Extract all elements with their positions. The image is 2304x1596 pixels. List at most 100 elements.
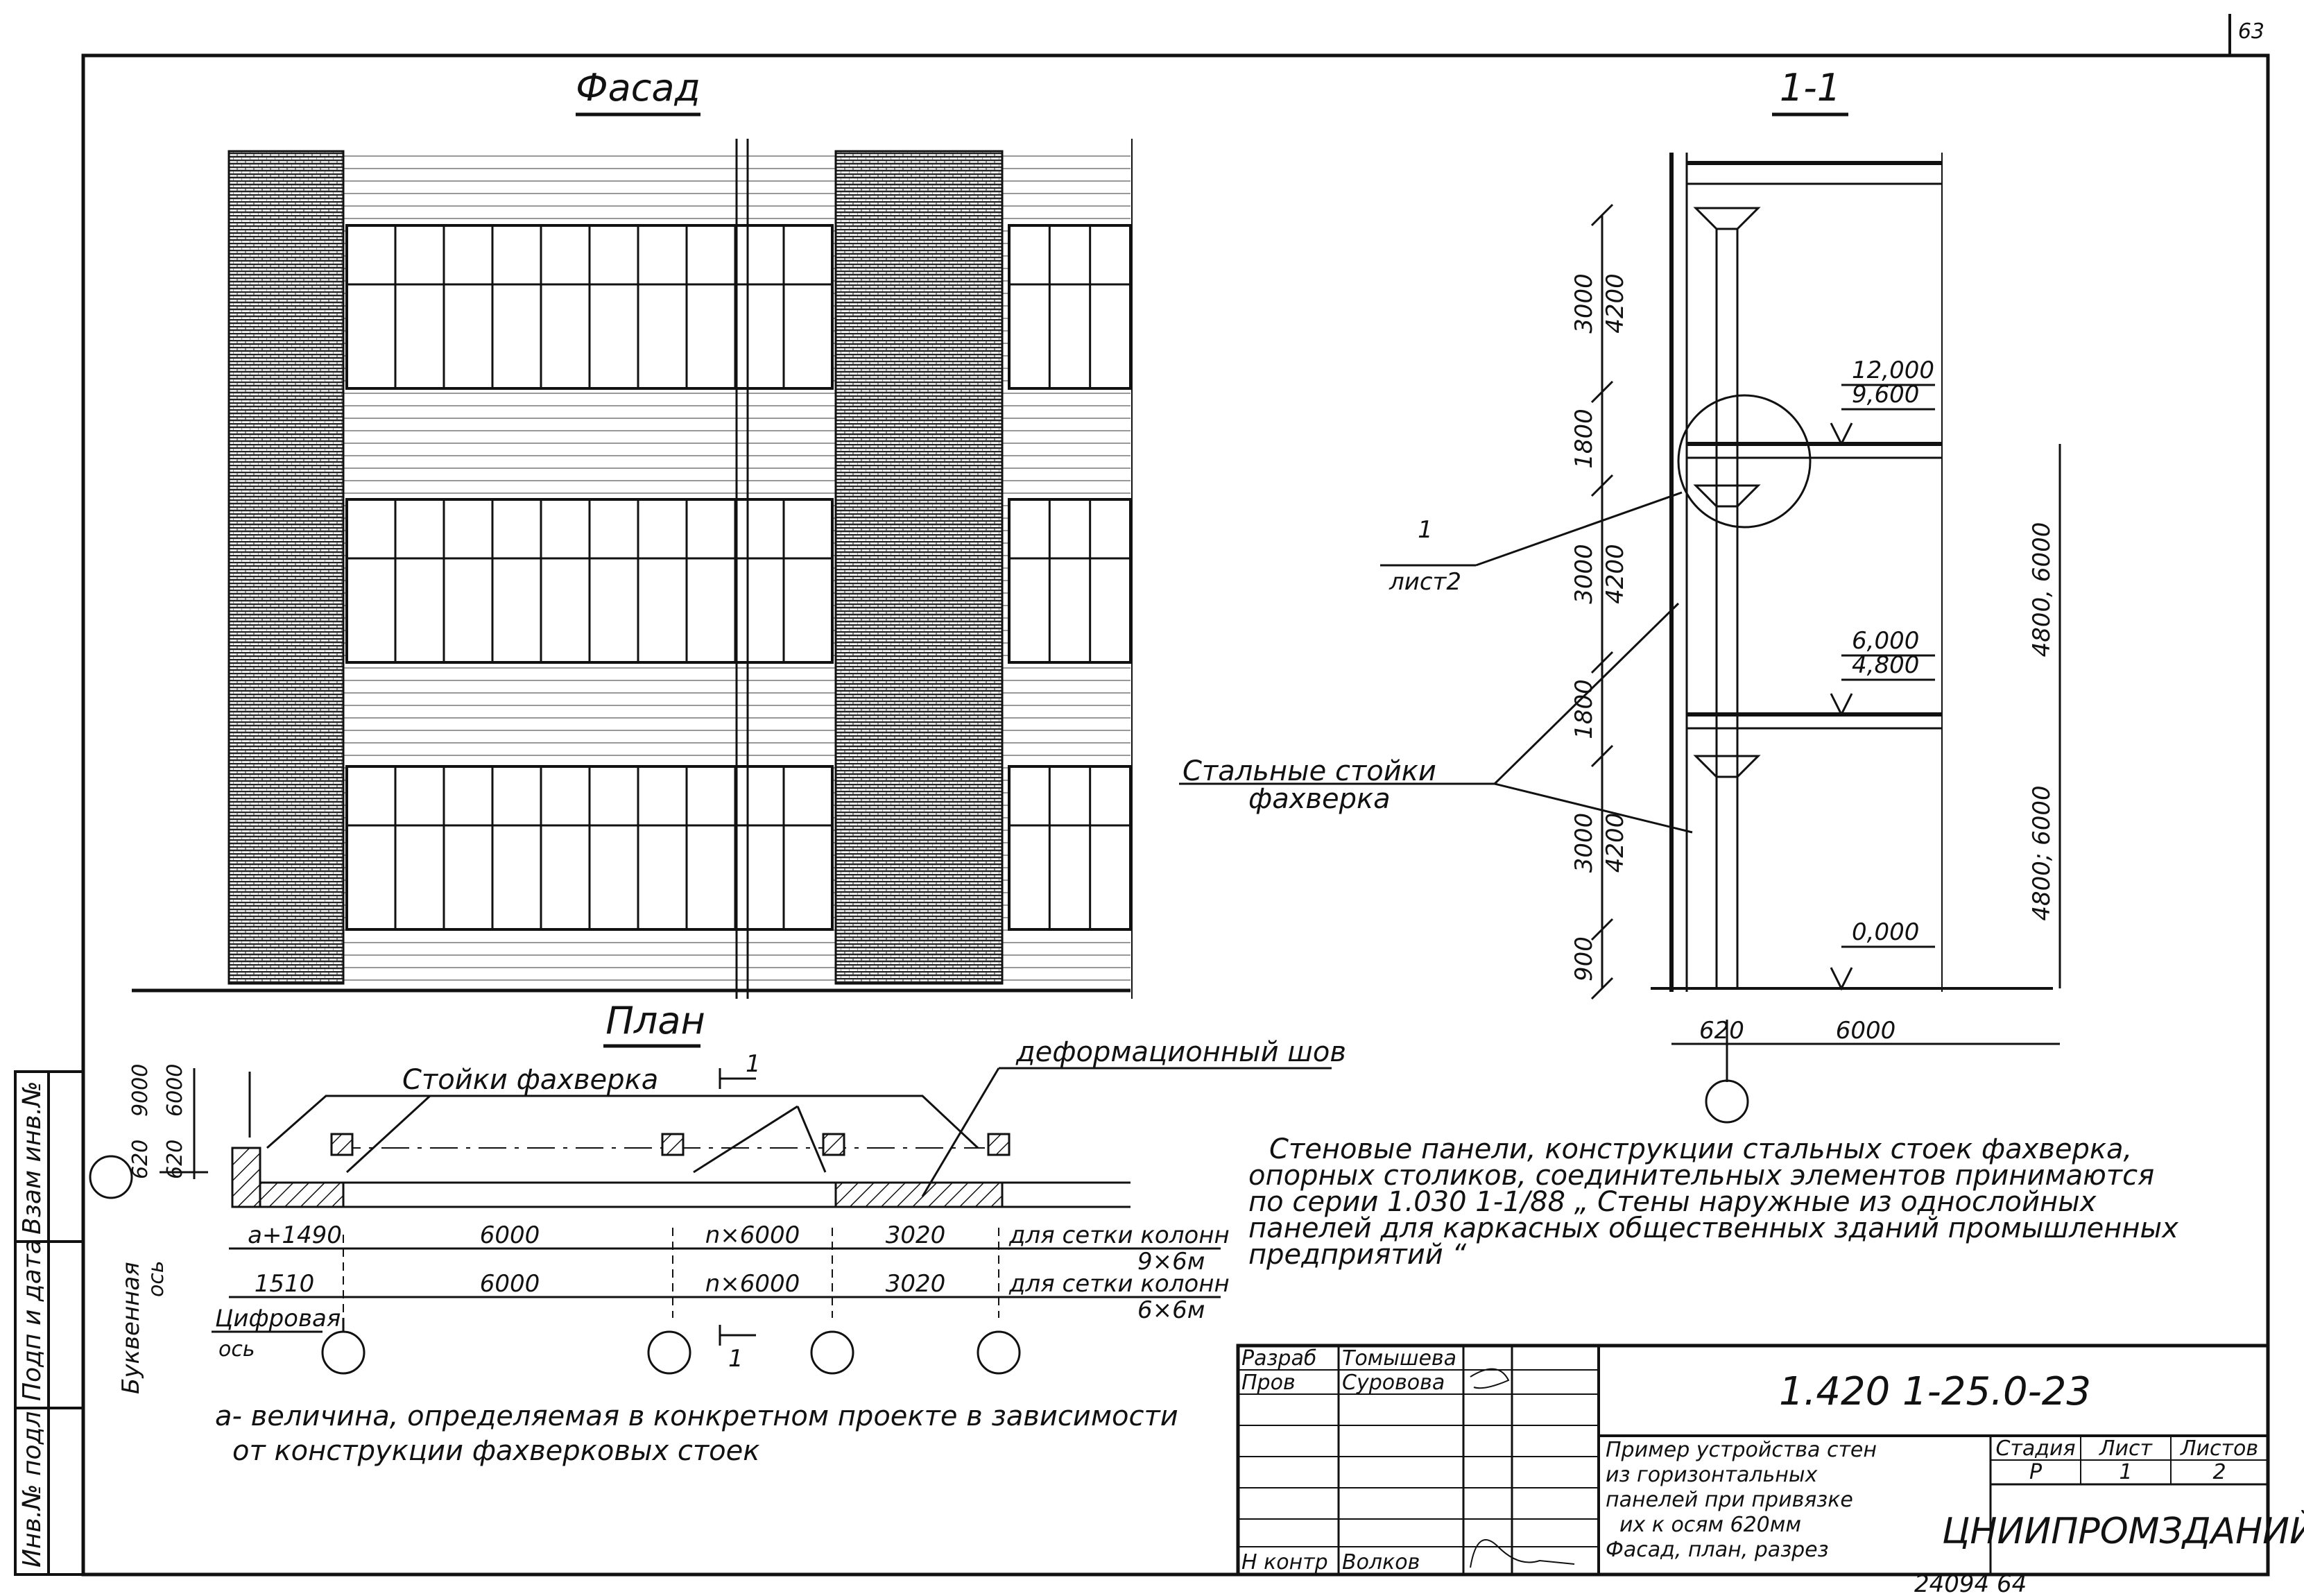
level-6000: 6,000 xyxy=(1852,627,1919,655)
stamp-title-line: Пример устройства стен xyxy=(1606,1438,1877,1462)
stamp-sheets-head: Листов xyxy=(2180,1436,2258,1461)
archive-number: 24094 64 xyxy=(1914,1570,2027,1593)
level-4800: 4,800 xyxy=(1852,651,1919,679)
stamp-name-1: Томышева xyxy=(1342,1346,1456,1371)
plan-joint-label: деформационный шов xyxy=(1015,1036,1346,1068)
brick-pier-middle xyxy=(834,150,1004,985)
section-title: 1-1 xyxy=(1780,66,1841,110)
side-stamp xyxy=(14,1070,85,1576)
dim-tick xyxy=(1590,651,1614,674)
main-note: Стеновые панели, конструкции стальных ст… xyxy=(1248,1133,2178,1271)
side-stamp-sign: Подп и дата xyxy=(18,1239,46,1401)
plan-wall-2 xyxy=(834,1181,1004,1208)
plan-dim-r1-note2: 9×6м xyxy=(1137,1248,1205,1276)
stamp-stage-head: Стадия xyxy=(1995,1436,2075,1461)
plan-dim-r2-note2: 6×6м xyxy=(1137,1296,1205,1324)
callout-sheet: лист2 xyxy=(1389,568,1461,596)
stamp-role-2: Пров xyxy=(1241,1371,1296,1395)
detail-callout-circle xyxy=(1677,394,1812,529)
stamp-title-line: их к осям 620мм xyxy=(1619,1513,1801,1537)
plan-wall-left xyxy=(231,1147,261,1208)
plan-dim-r2-c1: 1510 xyxy=(255,1270,315,1298)
stamp-title-line: Фасад, план, разрез xyxy=(1606,1538,1829,1562)
stamp-role-3: Н контр xyxy=(1241,1550,1328,1574)
callout-number: 1 xyxy=(1418,516,1433,544)
note-a-line1: a- величина, определяемая в конкретном п… xyxy=(215,1400,1178,1432)
plan-dim-r2-c2: 6000 xyxy=(480,1270,540,1298)
plan-wall-1 xyxy=(259,1181,345,1208)
axis-bubble-letter xyxy=(89,1155,133,1199)
plan-drawing xyxy=(89,1067,1332,1375)
right-dim-lower: 4800; 6000 xyxy=(2028,785,2056,920)
dim-tick xyxy=(1590,918,1614,941)
window-band-0-1 xyxy=(1008,224,1132,390)
axis-bubble-1 xyxy=(321,1330,366,1375)
axis-bubble-2 xyxy=(647,1330,691,1375)
steel-columns-label-2: фахверка xyxy=(1248,783,1391,815)
main-note-line: панелей для каркасных общественных здани… xyxy=(1248,1212,2178,1244)
window-bands xyxy=(345,224,1132,931)
axis-bubble-4 xyxy=(977,1330,1021,1375)
digit-axis-label-1: Цифровая xyxy=(215,1305,341,1332)
plan-dim-r1-note1: для сетки колонн xyxy=(1008,1221,1230,1249)
steel-columns-label-1: Стальные стойки xyxy=(1183,755,1436,787)
stamp-org: ЦНИИПРОМЗДАНИЙ xyxy=(1942,1510,2304,1552)
side-stamp-replace: Взам инв.№ xyxy=(18,1081,46,1235)
column-frame xyxy=(1693,207,1761,988)
axis-bubble-section xyxy=(1705,1079,1749,1124)
plan-dim-r1-c2: 6000 xyxy=(480,1221,540,1249)
plan-columns-label: Стойки фахверка xyxy=(402,1064,658,1096)
plan-left-dim-9000: 9000 xyxy=(128,1064,153,1117)
level-12000: 12,000 xyxy=(1852,357,1934,384)
facade-title: Фасад xyxy=(576,66,700,110)
stamp-sheet: 1 xyxy=(2119,1460,2132,1484)
stamp-sheets: 2 xyxy=(2212,1460,2226,1484)
plan-column-1 xyxy=(330,1133,354,1156)
section-dim-0-top: 3000 xyxy=(1570,273,1598,334)
plan-column-4 xyxy=(987,1133,1011,1156)
page-number: 63 xyxy=(2238,19,2264,44)
sheet-frame xyxy=(81,14,2270,1577)
plan-dim-r1-c3: n×6000 xyxy=(705,1221,800,1249)
section-dim-2-top: 3000 xyxy=(1570,544,1598,604)
side-stamp-inv: Инв.№ подл xyxy=(18,1411,46,1568)
title-block xyxy=(1236,1344,2270,1577)
plan-dim-r2-note1: для сетки колонн xyxy=(1008,1270,1230,1298)
dim-tick xyxy=(1590,977,1614,1000)
window-band-1-1 xyxy=(1008,498,1132,664)
dim-tick xyxy=(1590,474,1614,497)
axis-bubble-3 xyxy=(810,1330,854,1375)
section-dim-1-top: 1800 xyxy=(1570,409,1598,469)
plan-left-dim-620a: 620 xyxy=(128,1140,153,1179)
main-note-line: опорных столиков, соединительных элемент… xyxy=(1248,1160,2154,1192)
dim-tick xyxy=(1590,380,1614,404)
brick-pier-left xyxy=(227,150,345,985)
plan-dim-r1-c1: a+1490 xyxy=(248,1221,342,1249)
digit-axis-label-2: ось xyxy=(218,1337,255,1362)
level-0000: 0,000 xyxy=(1852,918,1919,946)
stamp-role-1: Разраб xyxy=(1241,1346,1316,1371)
plan-dim-r2-c3: n×6000 xyxy=(705,1270,800,1298)
stamp-name-2: Суровова xyxy=(1342,1371,1445,1395)
section-dim-2-bottom: 4200 xyxy=(1601,544,1629,604)
letter-axis-label-2: ось xyxy=(144,1260,169,1297)
dim-tick xyxy=(1590,203,1614,227)
stamp-stage: Р xyxy=(2029,1460,2043,1484)
letter-axis-label-1: Буквенная xyxy=(117,1262,145,1394)
section-dim-5-top: 900 xyxy=(1570,936,1598,981)
plan-dim-r1-c4: 3020 xyxy=(886,1221,946,1249)
main-note-line: предприятий “ xyxy=(1248,1239,1466,1271)
section-dim-4-top: 3000 xyxy=(1570,813,1598,873)
plan-cut-mark-bottom: 1 xyxy=(728,1345,743,1373)
main-note-line: Стеновые панели, конструкции стальных ст… xyxy=(1269,1133,2132,1165)
stamp-name-3: Волков xyxy=(1342,1550,1420,1574)
plan-cut-mark-top: 1 xyxy=(746,1050,761,1078)
section-dim-6000: 6000 xyxy=(1836,1017,1896,1045)
note-a-line2: от конструкции фахверковых стоек xyxy=(232,1435,759,1467)
plan-column-2 xyxy=(661,1133,685,1156)
stamp-title-line: панелей при привязке xyxy=(1606,1488,1853,1512)
plan-left-dim-6000: 6000 xyxy=(163,1064,187,1117)
section-dim-0-bottom: 4200 xyxy=(1601,273,1629,334)
